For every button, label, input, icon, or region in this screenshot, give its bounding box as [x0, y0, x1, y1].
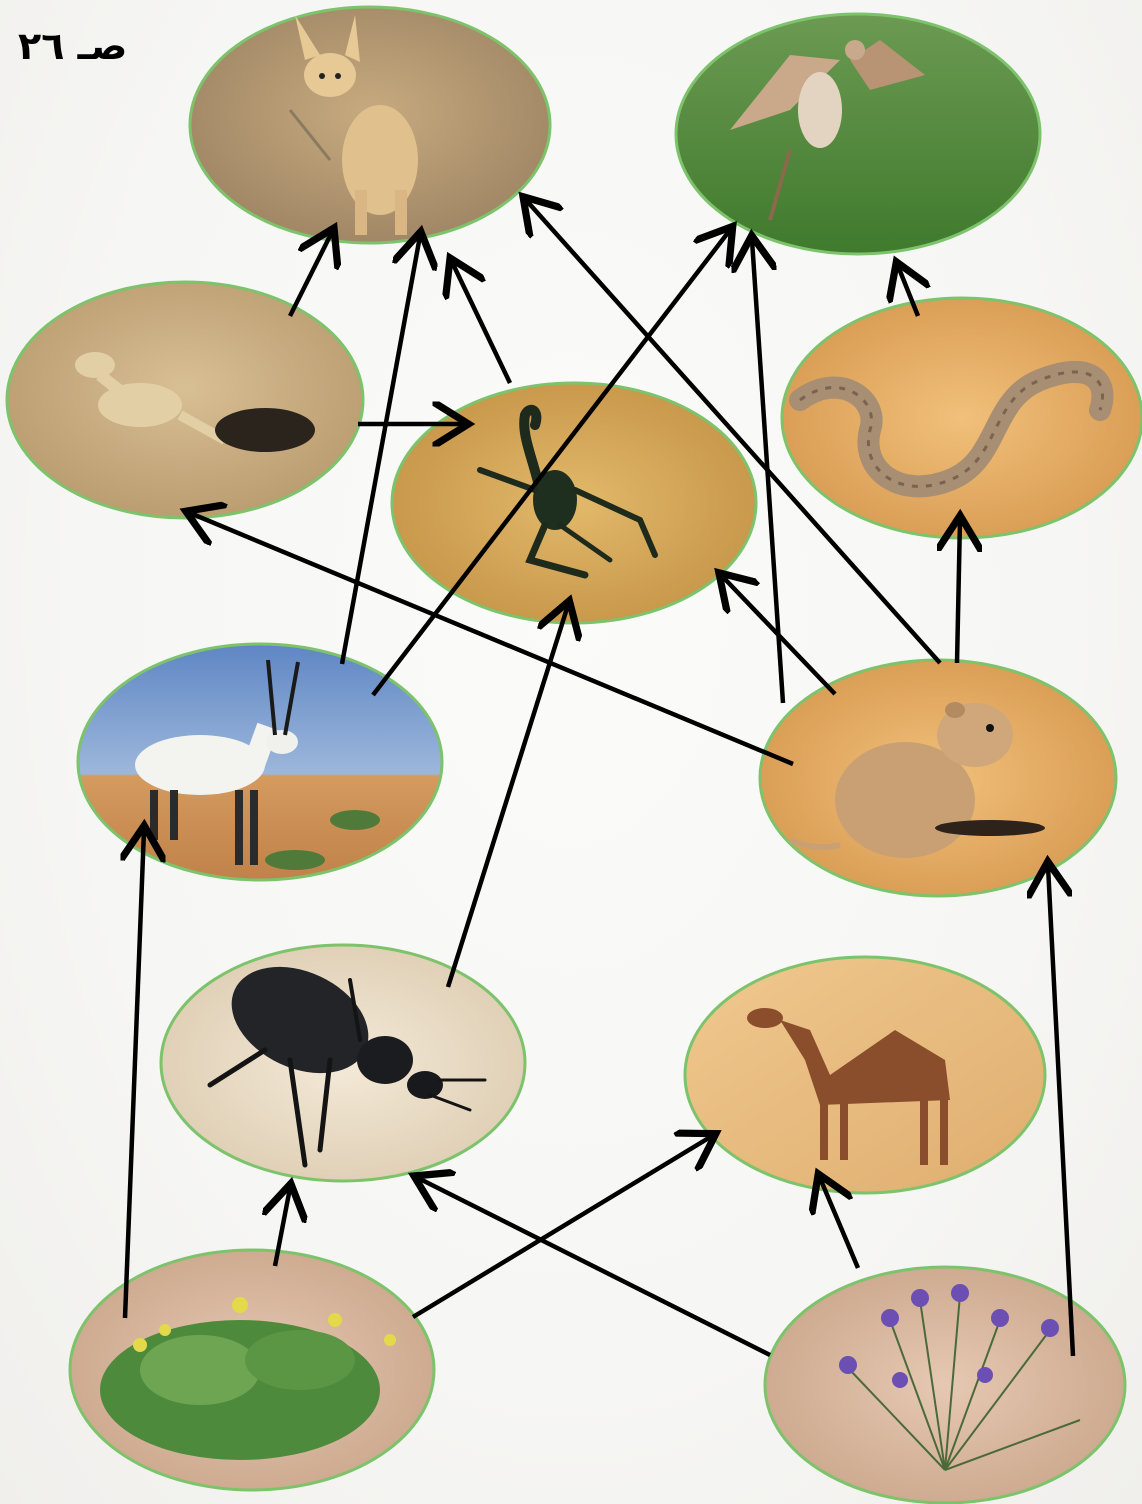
node-scorpion	[392, 383, 756, 623]
arrow-iris-to-gerbil	[1048, 866, 1073, 1356]
arrow-gerbil-to-viper	[957, 520, 960, 663]
node-gerbil	[760, 660, 1116, 896]
arrow-iris-to-beetle	[418, 1178, 770, 1355]
node-camel	[685, 957, 1045, 1193]
arrow-gerbil-to-scorpion	[722, 576, 835, 694]
node-beetle	[161, 945, 525, 1181]
arrow-lizard-to-fox	[290, 232, 332, 316]
node-viper	[782, 298, 1142, 538]
arrow-shrub-to-camel	[413, 1136, 712, 1317]
node-falcon	[676, 14, 1040, 254]
node-lizard	[7, 282, 363, 518]
arrow-oryx-to-fox	[342, 236, 420, 664]
arrow-shrub-to-oryx	[125, 830, 144, 1318]
node-fox	[190, 7, 550, 243]
arrow-scorpion-to-fox	[452, 262, 510, 383]
